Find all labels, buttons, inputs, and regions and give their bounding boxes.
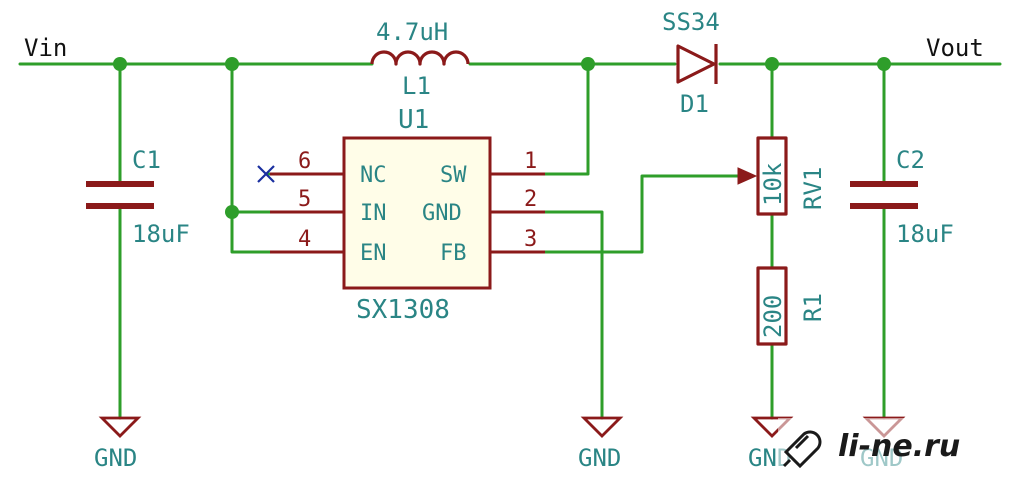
watermark-text: li-ne.ru [838, 429, 960, 464]
ic-pin-name-nc: NC [360, 163, 387, 188]
capacitor-c1-ref: C1 [132, 146, 161, 174]
ground-ic: GND [578, 416, 624, 472]
ic-body [342, 136, 492, 290]
ic-pin5-number: 5 [298, 187, 311, 212]
ic-value: SX1308 [356, 295, 450, 325]
no-connect-icon [257, 165, 275, 183]
ic-ref: U1 [398, 105, 429, 135]
watermark-logo-icon [782, 430, 822, 469]
net-label-vin: Vin [24, 34, 67, 62]
capacitor-c1-value: 18uF [132, 220, 190, 248]
inductor-l1: 4.7uH L1 [370, 18, 470, 100]
diode-d1: SS34 D1 [662, 8, 720, 118]
inductor-ref: L1 [402, 72, 431, 100]
ic-pin6-number: 6 [298, 149, 311, 174]
potentiometer-body [756, 136, 788, 216]
ic-pin-name-sw: SW [440, 163, 467, 188]
net-label-vout: Vout [926, 34, 984, 62]
ic-pin2-number: 2 [524, 187, 537, 212]
wire-en [230, 62, 272, 254]
potentiometer-wiper-arrow-icon [737, 167, 758, 185]
ground-icon [98, 416, 142, 438]
wire-fb [543, 174, 740, 254]
capacitor-c2-value: 18uF [896, 220, 954, 248]
ic-pin1-number: 1 [524, 149, 537, 174]
capacitor-c1: C1 18uF [86, 146, 190, 248]
inductor-value: 4.7uH [376, 18, 448, 46]
ic-pin3-number: 3 [524, 227, 537, 252]
junction-vin [225, 57, 239, 71]
junctions [113, 57, 891, 219]
resistor-r1: 200 R1 [756, 266, 827, 346]
ground-c1-label: GND [94, 444, 137, 472]
capacitor-c2-ref: C2 [896, 146, 925, 174]
ic-u1: 6 5 4 1 2 3 NC IN EN SW GND FB U1 SX1308 [257, 105, 545, 325]
junction-sw [581, 57, 595, 71]
ic-pin-name-gnd: GND [422, 201, 462, 226]
ground-c1: GND [94, 416, 142, 472]
ic-pin-name-en: EN [360, 241, 387, 266]
watermark: li-ne.ru [778, 418, 1014, 476]
wire-sw [543, 62, 590, 176]
diode-value: SS34 [662, 8, 720, 36]
diode-ref: D1 [680, 90, 709, 118]
diode-triangle-icon [676, 44, 716, 84]
ic-pin4-number: 4 [298, 227, 311, 252]
junction-vout [765, 57, 779, 71]
junction-in-en [225, 205, 239, 219]
resistor-body [756, 266, 788, 346]
ic-pin-name-fb: FB [440, 241, 467, 266]
capacitor-c2: C2 18uF [850, 146, 954, 248]
resistor-ref: R1 [799, 293, 827, 322]
wire-ic-gnd [543, 210, 604, 420]
ground-ic-label: GND [578, 444, 621, 472]
ground-icon [580, 416, 624, 438]
resistor-value: 200 [759, 295, 787, 338]
junction-c2 [877, 57, 891, 71]
inductor-coil-icon [370, 50, 470, 66]
potentiometer-ref: RV1 [799, 167, 827, 210]
potentiometer-value: 10k [759, 162, 787, 206]
ic-pin-name-in: IN [360, 201, 387, 226]
junction-c1 [113, 57, 127, 71]
potentiometer-rv1: 10k RV1 [737, 136, 827, 216]
